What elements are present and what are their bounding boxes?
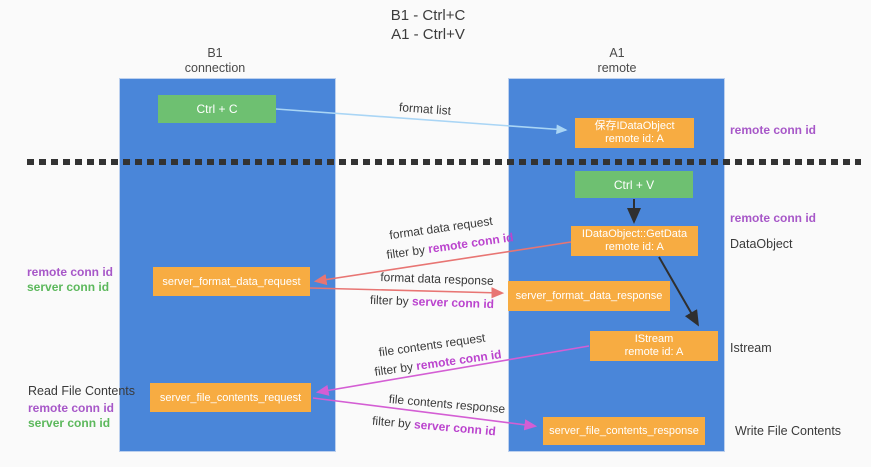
node-idataobject-getdata: IDataObject::GetData remote id: A (571, 226, 698, 256)
node-server-file-contents-request: server_file_contents_request (150, 383, 311, 412)
label-remote-conn-id-left-1: remote conn id (27, 265, 114, 279)
lane-name-a1: A1 (609, 46, 625, 60)
node-server-file-contents-response: server_file_contents_response (543, 417, 705, 445)
lane-sublabel-b1: connection (184, 61, 246, 75)
node-ctrl-v-label: Ctrl + V (613, 177, 655, 192)
label-block-conn-ids-2: Read File Contents remote conn id server… (28, 384, 135, 431)
label-remote-conn-id-top-right: remote conn id (730, 123, 817, 137)
label-write-file-contents: Write File Contents (735, 424, 842, 438)
lane-header-a1: A1 remote (537, 46, 697, 76)
filter-prefix: filter by (369, 292, 413, 309)
label-read-file-contents: Read File Contents (28, 384, 136, 398)
node-save-idataobject-line2: remote id: A (605, 133, 664, 145)
node-getdata-line1: IDataObject::GetData (581, 227, 688, 240)
label-istream: Istream (730, 341, 772, 355)
node-server-format-data-response-label: server_format_data_response (515, 290, 663, 302)
label-remote-conn-id-mid-right: remote conn id (730, 211, 817, 225)
arrow-format-data-response (309, 287, 505, 299)
lane-sublabel-a1: remote (597, 61, 637, 75)
node-ctrl-c: Ctrl + C (158, 95, 276, 123)
lane-header-b1: B1 connection (135, 46, 295, 76)
arrow-format-list (275, 108, 568, 135)
node-server-file-contents-request-label: server_file_contents_request (159, 391, 302, 404)
node-istream: IStream remote id: A (590, 331, 718, 361)
node-server-format-data-response: server_format_data_response (508, 281, 670, 311)
node-save-idataobject: 保存IDataObject remote id: A (575, 118, 694, 148)
label-dataobject: DataObject (730, 237, 793, 251)
diagram-title: B1 - Ctrl+C A1 - Ctrl+V (328, 6, 528, 44)
arrow-file-contents-request (315, 345, 590, 396)
node-istream-line2: remote id: A (624, 346, 684, 358)
node-server-format-data-request: server_format_data_request (153, 267, 310, 296)
arrow-file-contents-response (312, 397, 538, 431)
node-istream-line1: IStream (634, 332, 674, 345)
node-getdata-line2: remote id: A (605, 241, 664, 253)
arrow-format-data-request (313, 241, 572, 286)
title-line1: B1 - Ctrl+C (390, 7, 466, 24)
node-server-format-data-request-label: server_format_data_request (162, 275, 301, 288)
lane-name-b1: B1 (207, 46, 223, 60)
filter-key-server-conn-id: server conn id (411, 294, 495, 312)
label-block-conn-ids-1: remote conn id server conn id (27, 265, 113, 295)
node-ctrl-c-label: Ctrl + C (196, 102, 238, 116)
label-remote-conn-id-left-2: remote conn id (28, 401, 115, 415)
label-server-conn-id-left-1: server conn id (27, 280, 110, 294)
node-save-idataobject-line1: 保存IDataObject (594, 119, 675, 132)
dashed-divider (27, 159, 861, 165)
label-server-conn-id-left-2: server conn id (28, 416, 111, 430)
arrow-getdata-to-istream (658, 256, 699, 327)
node-ctrl-v: Ctrl + V (575, 171, 693, 198)
title-line2: A1 - Ctrl+V (391, 26, 465, 43)
node-server-file-contents-response-label: server_file_contents_response (549, 425, 699, 437)
